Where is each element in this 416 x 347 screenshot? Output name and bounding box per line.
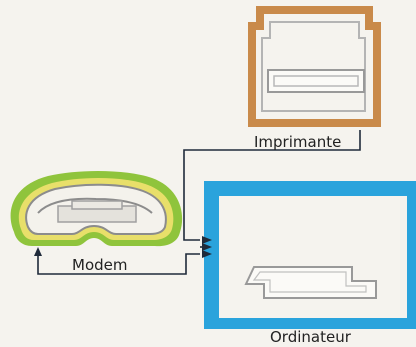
printer-label: Imprimante	[254, 133, 342, 151]
computer-icon	[204, 181, 416, 329]
computer-label: Ordinateur	[270, 328, 351, 346]
printer-icon	[248, 6, 381, 127]
modem-label: Modem	[72, 256, 128, 274]
telephone-modem-icon	[10, 170, 183, 247]
connection-arrows	[34, 236, 212, 258]
